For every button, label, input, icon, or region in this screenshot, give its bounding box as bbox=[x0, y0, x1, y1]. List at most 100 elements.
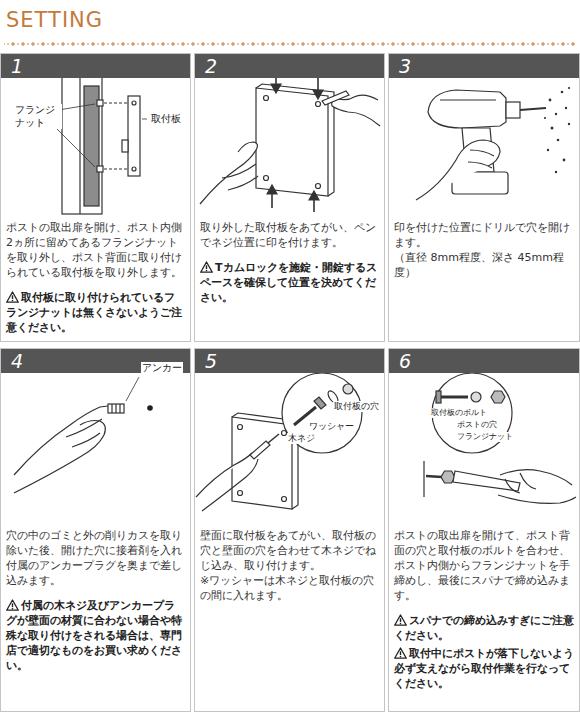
warning-icon bbox=[6, 599, 19, 611]
nut-illustration-part bbox=[505, 473, 536, 493]
plate-marking-illustration-part bbox=[256, 88, 328, 196]
nut-illustration-part bbox=[498, 495, 576, 503]
warning-triangle bbox=[7, 600, 19, 610]
step-number: 5 bbox=[205, 349, 217, 373]
mailbox-illustration-part bbox=[62, 70, 102, 214]
warning-dot bbox=[206, 270, 208, 272]
instruction-text: 穴の中のゴミと外の削りカスを取り除いた後、開けた穴に接着剤を入れ付属のアンカープ… bbox=[6, 529, 182, 587]
anchor-illustration-part bbox=[14, 406, 108, 475]
warning-triangle bbox=[7, 292, 19, 302]
step-text: ポストの取出扉を開け、ポスト内側2ヵ所に留めてあるフランジナットを取り外し、ポス… bbox=[6, 220, 185, 335]
part-label: 取付板 bbox=[150, 113, 182, 126]
mailbox-illustration-part bbox=[122, 140, 128, 152]
warning-icon bbox=[394, 647, 407, 659]
drill-illustration-part bbox=[544, 87, 570, 173]
drill-illustration-part bbox=[506, 102, 520, 118]
part-label: フランジ ナット bbox=[14, 104, 62, 129]
instruction-text: 印を付けた位置にドリルで穴を開けます。 bbox=[394, 221, 570, 249]
mailbox-illustration-part bbox=[132, 101, 136, 105]
anchor-illustration-part bbox=[119, 404, 120, 413]
drill-illustration-part-part bbox=[568, 87, 570, 89]
instruction-text: ポストの取出扉を開け、ポスト内側2ヵ所に留めてあるフランジナットを取り外し、ポス… bbox=[6, 221, 182, 279]
plate-marking-illustration-part bbox=[264, 176, 269, 181]
decorative-rule bbox=[4, 40, 576, 48]
drill-illustration-part bbox=[520, 108, 546, 110]
nut-illustration-part bbox=[436, 391, 441, 403]
part-label: ワッシャー bbox=[308, 421, 355, 432]
drill-illustration-part-part bbox=[561, 91, 564, 94]
screw-illustration-part bbox=[232, 417, 292, 509]
plate-marking-illustration bbox=[200, 66, 380, 212]
warning-line: Tカムロックを施錠・開錠するスペースを確保して位置を決めてください。 bbox=[200, 260, 379, 305]
warning-dot bbox=[12, 608, 14, 610]
warning-text: 取付中にポストが落下しないよう必ず支えながら取付作業を行なってください。 bbox=[394, 647, 574, 690]
drill-illustration-part-part bbox=[555, 171, 557, 173]
anchor-illustration-part bbox=[72, 433, 100, 447]
drill-illustration-part-part bbox=[549, 99, 552, 102]
plate-marking-illustration-part bbox=[267, 185, 277, 194]
step-text: 穴の中のゴミと外の削りカスを取り除いた後、開けた穴に接着剤を入れ付属のアンカープ… bbox=[6, 528, 185, 673]
screw-illustration-part bbox=[196, 453, 252, 497]
nut-illustration-part bbox=[423, 461, 424, 497]
warning-mark bbox=[12, 603, 13, 607]
part-label: 取付板の穴 bbox=[333, 401, 380, 412]
instruction-text: 取り外した取付板をあてがい、ペンでネジ位置に印を付けます。 bbox=[200, 221, 376, 249]
step-header: 3 bbox=[389, 54, 579, 78]
anchor-illustration-part bbox=[115, 404, 116, 413]
drill-illustration-part-part bbox=[563, 159, 566, 162]
plate-marking-illustration-part bbox=[313, 90, 323, 99]
mailbox-illustration-part bbox=[97, 100, 103, 106]
anchor-illustration-part bbox=[111, 404, 112, 413]
warning-text: 取付板に取り付けられているフランジナットは無くさないようご注意ください。 bbox=[6, 291, 182, 334]
warning-text: スパナでの締め込みすぎにご注意ください。 bbox=[394, 614, 574, 642]
nut-illustration-part bbox=[500, 470, 572, 485]
warning-mark bbox=[12, 295, 13, 299]
warning-line: 取付板に取り付けられているフランジナットは無くさないようご注意ください。 bbox=[6, 290, 185, 335]
nut-illustration bbox=[424, 373, 576, 503]
nut-illustration-part bbox=[426, 476, 442, 477]
nut-illustration-part bbox=[441, 396, 468, 399]
drill-illustration-part-part bbox=[568, 123, 570, 125]
warning-triangle bbox=[395, 615, 407, 625]
nut-illustration-part bbox=[491, 391, 505, 403]
warning-line: 付属の木ネジ及びアンカープラグが壁面の材質に合わない場合や特殊な取り付けをされる… bbox=[6, 598, 185, 673]
drill-illustration-part-part bbox=[551, 127, 554, 130]
step-header: 5 bbox=[195, 349, 384, 373]
instruction-text: 壁面に取付板をあてがい、取付板の穴と壁面の穴を合わせて木ネジでねじ込み、取り付け… bbox=[200, 529, 376, 572]
anchor-illustration-part bbox=[147, 405, 153, 411]
step-number: 2 bbox=[205, 54, 217, 78]
page-title: SETTING bbox=[6, 7, 103, 33]
plate-marking-illustration-part bbox=[271, 84, 281, 93]
mailbox-illustration-part bbox=[104, 102, 128, 103]
mailbox-illustration-part bbox=[128, 96, 140, 176]
mailbox-illustration-part bbox=[52, 124, 95, 167]
mailbox-illustration-part bbox=[132, 167, 136, 171]
nut-illustration-part bbox=[471, 392, 481, 402]
anchor-illustration bbox=[14, 377, 153, 493]
screw-illustration-part bbox=[202, 459, 258, 511]
instruction-text: ※ワッシャーは木ネジと取付板の穴の間に入れます。 bbox=[200, 574, 374, 602]
illustrations-part bbox=[14, 373, 576, 511]
step-text: 壁面に取付板をあてがい、取付板の穴と壁面の穴を合わせて木ネジでねじ込み、取り付け… bbox=[200, 528, 379, 603]
step-panel: 1ポストの取出扉を開け、ポスト内側2ヵ所に留めてあるフランジナットを取り外し、ポ… bbox=[0, 53, 191, 342]
warning-icon bbox=[6, 291, 19, 303]
step-header: 2 bbox=[195, 54, 384, 78]
instruction-line: ※ワッシャーは木ネジと取付板の穴の間に入れます。 bbox=[200, 573, 379, 603]
step-number: 4 bbox=[11, 349, 23, 373]
warning-dot bbox=[400, 656, 402, 658]
step-text: ポストの取出扉を開けて、ポスト背面の穴と取付板のボルトを合わせ、ポスト内側からフ… bbox=[394, 528, 574, 691]
step-panel: 6 ポストの取出扉を開けて、ポスト背面の穴と取付板のボルトを合わせ、ポスト内側から… bbox=[388, 348, 580, 712]
warning-triangle bbox=[201, 262, 213, 272]
mailbox-illustration-part bbox=[79, 70, 80, 214]
step-panel: 3印を付けた位置にドリルで穴を開けます。（直径 8mm程度、深さ 45mm程度） bbox=[388, 53, 580, 342]
drill-illustration-part-part bbox=[555, 113, 557, 115]
plate-marking-illustration-part bbox=[309, 191, 319, 200]
warning-mark bbox=[206, 265, 207, 269]
part-label: 取付板のボルト bbox=[430, 408, 488, 418]
drill-illustration-part-part bbox=[565, 107, 567, 109]
mailbox-illustration-part bbox=[97, 166, 103, 172]
part-label: 木ネジ bbox=[287, 433, 316, 444]
warning-dot bbox=[400, 623, 402, 625]
step-number: 6 bbox=[399, 349, 411, 373]
mailbox-illustration-part bbox=[104, 168, 128, 169]
